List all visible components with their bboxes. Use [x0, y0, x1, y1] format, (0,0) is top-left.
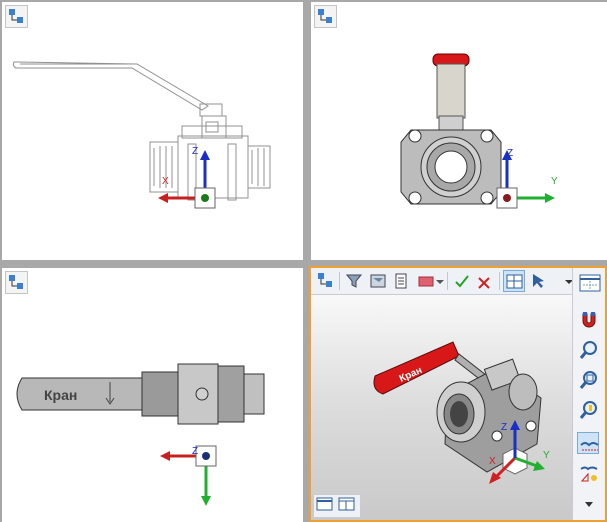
model-tree-icon	[9, 275, 23, 289]
viewport-side[interactable]: Y Z	[311, 2, 607, 260]
valve-top-drawing: Кран Z	[16, 363, 265, 506]
model-tree-icon	[318, 9, 332, 23]
axis-z-label: Z	[192, 146, 198, 157]
axis-y-label: Y	[551, 176, 558, 187]
axis-x-label: X	[162, 176, 169, 187]
viewport-front[interactable]: X Z	[2, 2, 303, 260]
view-orientation-icon	[579, 274, 601, 292]
model-tree-button[interactable]	[315, 270, 337, 292]
color-button[interactable]	[415, 270, 437, 292]
axis-x-label: X	[489, 456, 496, 467]
valve-isometric-drawing: Кран X Y Z	[373, 341, 550, 484]
more-icon	[565, 280, 573, 284]
axis-z-label: Z	[501, 422, 507, 433]
model-tree-button[interactable]	[5, 271, 28, 294]
model-tree-button[interactable]	[314, 5, 337, 28]
split-view-button[interactable]	[503, 270, 525, 292]
scroll-down-icon	[585, 502, 593, 507]
filter-visible-button[interactable]	[367, 270, 389, 292]
more-button[interactable]	[561, 270, 575, 292]
axis-y-label: Y	[543, 450, 550, 461]
section-button[interactable]	[577, 432, 599, 454]
magnet-icon	[582, 312, 596, 328]
axis-z-label: Z	[192, 446, 198, 457]
zoom-icon	[579, 341, 597, 359]
filter-button[interactable]	[343, 270, 365, 292]
zoom-window-button[interactable]	[577, 398, 599, 420]
model-tree-icon	[9, 9, 23, 23]
single-view-button[interactable]	[315, 495, 335, 515]
viewport-top[interactable]: Кран Z	[2, 268, 303, 522]
zoom-button[interactable]	[577, 338, 599, 360]
cursor-button[interactable]	[527, 270, 549, 292]
dropdown-icon	[436, 280, 444, 284]
axis-z-label: Z	[507, 148, 513, 159]
hide-button[interactable]	[473, 270, 495, 292]
scroll-down-button[interactable]	[577, 498, 599, 512]
color-swatch-icon	[418, 276, 434, 287]
right-tool-panel	[572, 268, 605, 520]
handle-label: Кран	[44, 387, 77, 403]
single-view-icon	[316, 497, 333, 511]
filter-visible-icon	[370, 274, 386, 288]
cursor-icon	[533, 274, 544, 288]
measure-icon	[580, 466, 598, 482]
viewport-toolbar	[311, 268, 605, 295]
view-layout-bar	[313, 494, 361, 518]
viewport-isometric[interactable]: Кран X Y Z	[309, 266, 607, 522]
model-tree-button[interactable]	[5, 5, 28, 28]
section-icon	[580, 442, 599, 451]
color-dropdown-button[interactable]	[433, 270, 445, 292]
show-icon	[455, 275, 469, 288]
zoom-window-icon	[579, 401, 597, 419]
valve-side-drawing: Y Z	[400, 53, 558, 209]
multi-view-icon	[338, 497, 355, 511]
magnet-button[interactable]	[577, 308, 599, 330]
hide-icon	[478, 277, 490, 289]
filter-list-button[interactable]	[391, 270, 413, 292]
multi-view-button[interactable]	[337, 495, 357, 515]
valve-front-drawing: X Z	[12, 61, 271, 209]
filter-list-icon	[395, 273, 407, 289]
measure-button[interactable]	[577, 462, 599, 484]
zoom-fit-icon	[579, 371, 597, 389]
model-tree-icon	[318, 273, 332, 287]
filter-icon	[345, 274, 363, 288]
split-view-icon	[506, 274, 523, 289]
zoom-fit-button[interactable]	[577, 368, 599, 390]
view-orientation-button[interactable]	[577, 272, 603, 296]
show-button[interactable]	[451, 270, 473, 292]
